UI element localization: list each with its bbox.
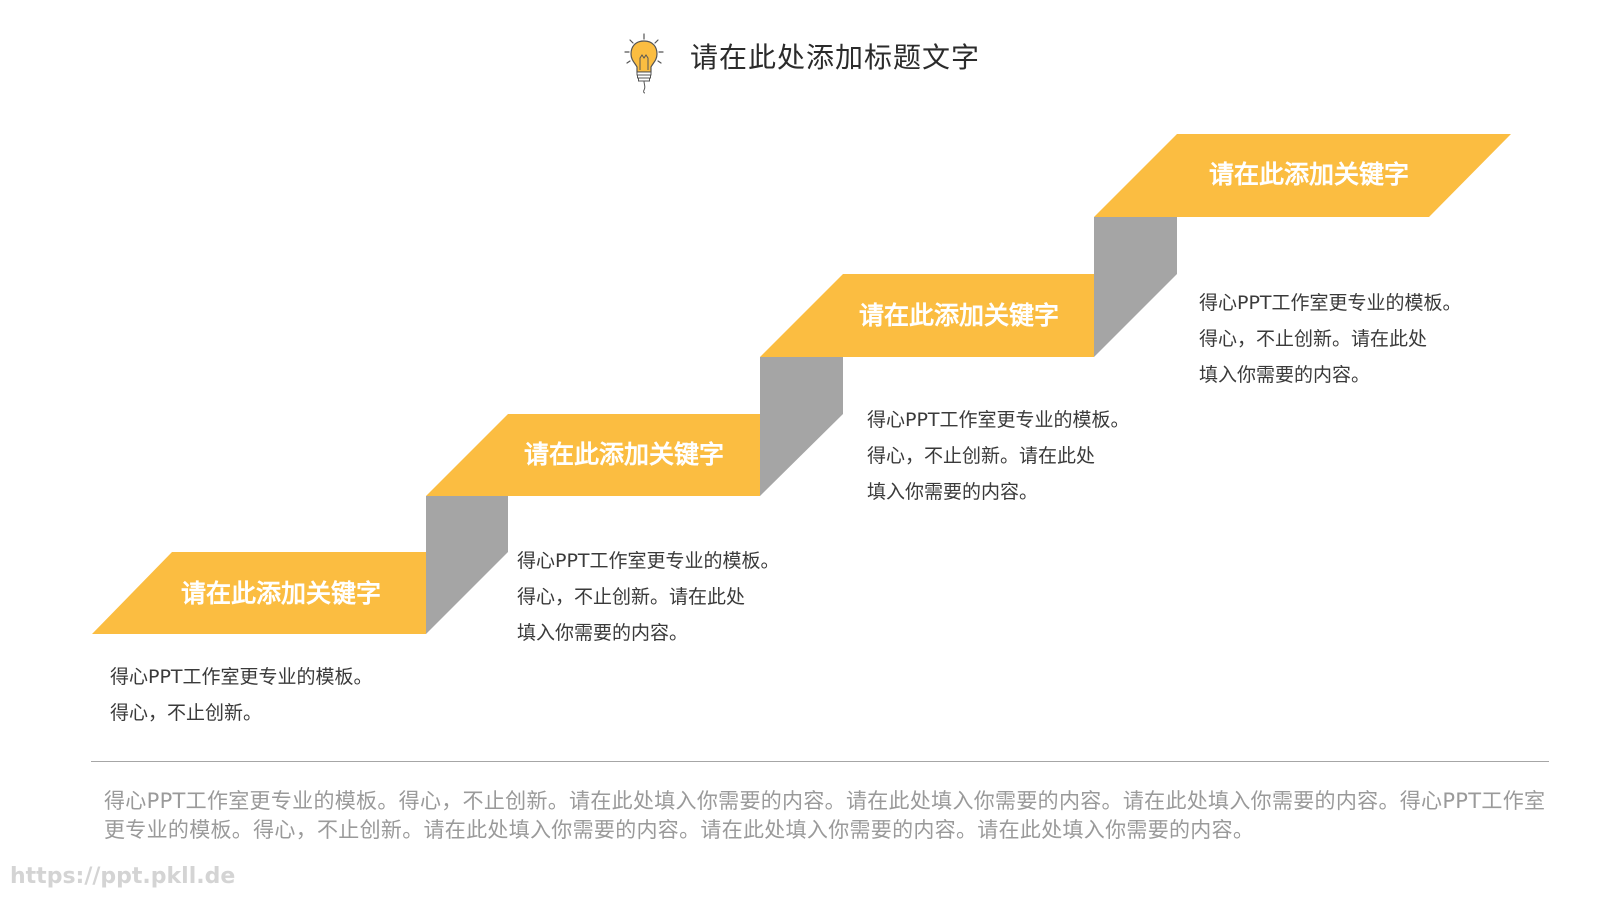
step-3-band (760, 274, 1094, 357)
desc-line: 得心，不止创新。请在此处 (517, 586, 746, 608)
lightbulb-icon (624, 33, 664, 94)
step-1-riser (426, 496, 508, 634)
desc-line: 填入你需要的内容。 (517, 622, 689, 644)
step-2-riser (760, 357, 843, 496)
desc-line: 填入你需要的内容。 (867, 481, 1039, 503)
desc-line: 得心PPT工作室更专业的模板。 (867, 409, 1130, 431)
step-4-band (1094, 134, 1511, 217)
desc-line: 得心PPT工作室更专业的模板。 (110, 666, 373, 688)
step-3-riser (1094, 217, 1177, 357)
page-title: 请在此处添加标题文字 (690, 41, 981, 74)
desc-line: 填入你需要的内容。 (1199, 364, 1371, 386)
watermark-url: https://ppt.pkll.de (10, 864, 236, 889)
step-2-label: 请在此添加关键字 (523, 440, 724, 469)
desc-line: 得心，不止创新。请在此处 (867, 445, 1096, 467)
step-2-band (426, 414, 760, 496)
desc-line: 得心，不止创新。请在此处 (1199, 328, 1428, 350)
desc-line: 得心，不止创新。 (110, 702, 263, 724)
step-2-description: 得心PPT工作室更专业的模板。 得心，不止创新。请在此处 填入你需要的内容。 (517, 543, 780, 651)
step-1-description: 得心PPT工作室更专业的模板。 得心，不止创新。 (110, 659, 373, 731)
step-1-band (92, 552, 426, 634)
title-group (622, 32, 666, 94)
desc-line: 得心PPT工作室更专业的模板。 (1199, 292, 1462, 314)
desc-line: 得心PPT工作室更专业的模板。 (517, 550, 780, 572)
step-4-label: 请在此添加关键字 (1208, 160, 1409, 189)
step-3-label: 请在此添加关键字 (858, 301, 1059, 330)
step-1-label: 请在此添加关键字 (180, 579, 381, 608)
footer-paragraph: 得心PPT工作室更专业的模板。得心，不止创新。请在此处填入你需要的内容。请在此处… (104, 789, 1546, 842)
divider (91, 761, 1549, 762)
step-3-description: 得心PPT工作室更专业的模板。 得心，不止创新。请在此处 填入你需要的内容。 (867, 402, 1130, 510)
step-4-description: 得心PPT工作室更专业的模板。 得心，不止创新。请在此处 填入你需要的内容。 (1199, 285, 1462, 393)
